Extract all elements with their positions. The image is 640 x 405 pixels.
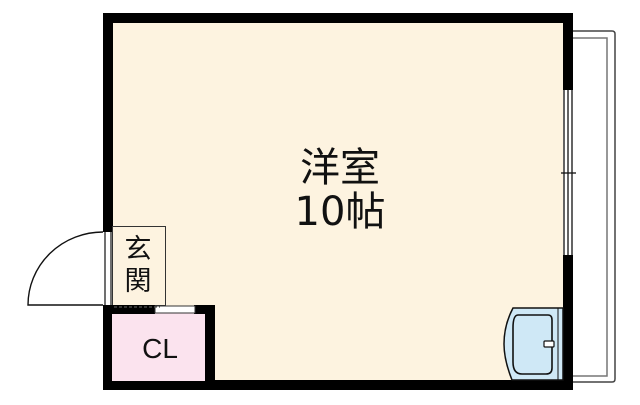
entrance-label-text: 玄関 <box>124 234 152 297</box>
wall-left-upper <box>103 13 113 232</box>
closet-label: CL <box>142 333 178 364</box>
wall-right-upper <box>563 13 573 90</box>
wall-left-lower <box>103 305 113 390</box>
room-size-label: 10帖 <box>294 189 386 235</box>
closet-wall-top-left <box>103 305 155 314</box>
main-room-label: 洋室 10帖 <box>250 148 430 236</box>
wall-top <box>103 13 573 23</box>
closet-wall-top-right <box>194 305 215 314</box>
wall-bottom <box>103 380 573 390</box>
entrance-label: 玄関 <box>118 234 158 298</box>
room-type-label: 洋室 <box>300 145 380 191</box>
closet-floor <box>112 313 206 381</box>
entrance-area <box>112 226 166 306</box>
closet-wall-right <box>205 305 215 390</box>
wall-right-lower <box>563 255 573 390</box>
